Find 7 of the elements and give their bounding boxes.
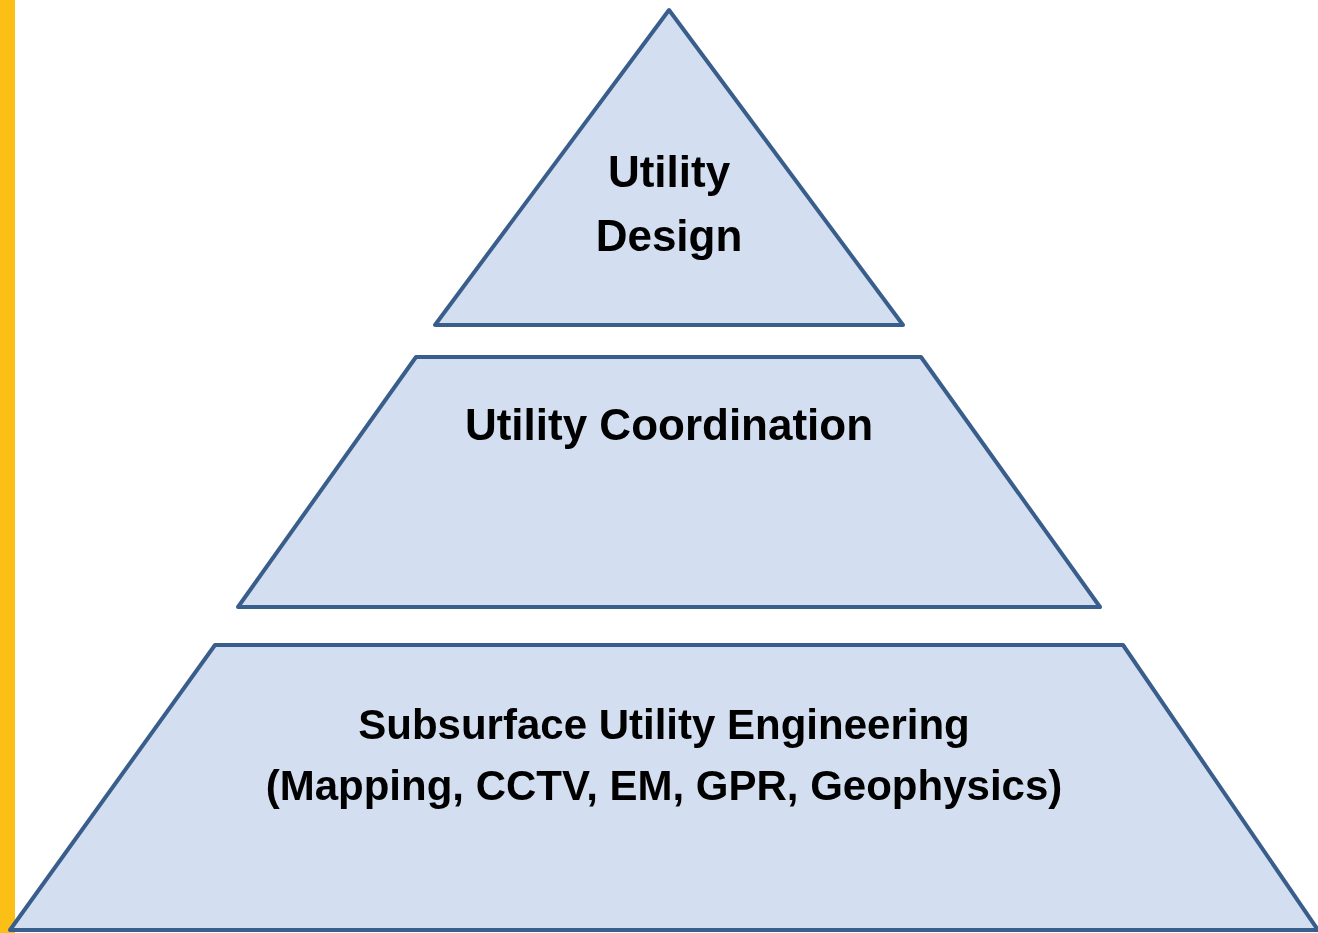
trapezoid-tier	[8, 643, 1318, 932]
tier-label: Subsurface Utility Engineering	[358, 700, 970, 750]
triangle-tier	[433, 8, 905, 327]
tier-label: Utility Coordination	[464, 399, 874, 451]
tier-label: (Mapping, CCTV, EM, GPR, Geophysics)	[265, 760, 1063, 811]
tier-label: Utility Design	[594, 146, 744, 262]
trapezoid-tier	[236, 355, 1102, 609]
